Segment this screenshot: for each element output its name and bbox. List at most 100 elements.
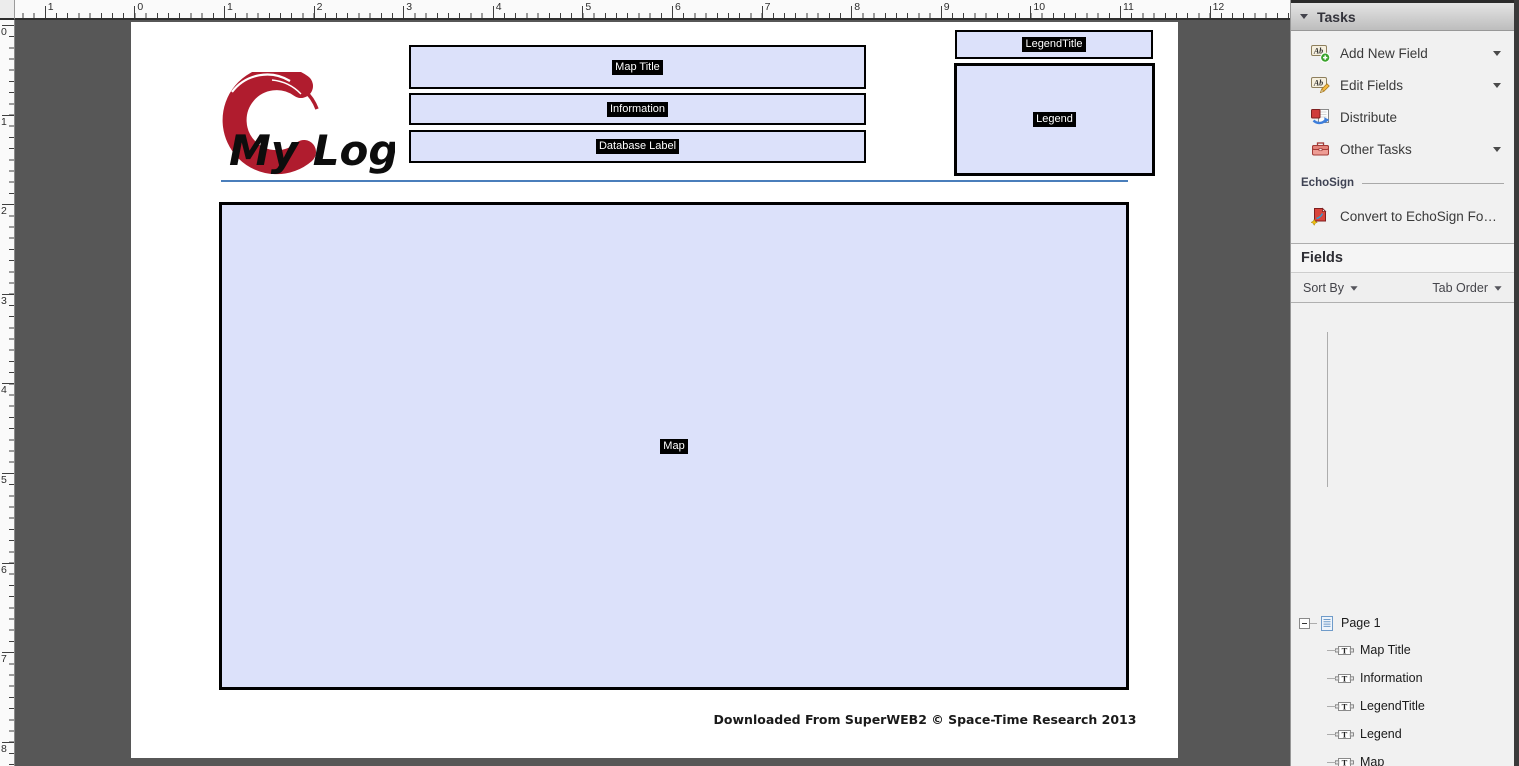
ruler-major-tick (851, 6, 853, 18)
tree-connector-stub (1310, 622, 1317, 624)
logo-brush-highlight (231, 73, 291, 93)
tree-item-map-title[interactable]: T Map Title (1291, 638, 1514, 662)
tasks-panel-header[interactable]: Tasks (1291, 0, 1514, 31)
other-tasks-icon (1311, 140, 1331, 158)
field-legend-label: Legend (1033, 112, 1076, 127)
field-database-label[interactable]: Database Label (409, 130, 866, 163)
ruler-major-tick (44, 6, 46, 18)
convert-echosign-icon (1311, 207, 1331, 226)
fields-panel-header: Fields (1291, 243, 1514, 273)
field-information-label: Information (606, 101, 669, 117)
ruler-major-tick (492, 6, 494, 18)
ruler-label: 6 (1, 563, 7, 576)
collapse-expander-icon[interactable] (1299, 617, 1310, 629)
ruler-major-tick (1120, 6, 1121, 18)
ruler-label: 5 (1, 473, 7, 486)
task-add-new-field[interactable]: Ab Add New Field (1291, 41, 1514, 65)
svg-text:T: T (1342, 757, 1348, 766)
ruler-major-tick (2, 293, 14, 295)
ruler-label: 8 (1, 742, 7, 755)
chevron-down-icon[interactable] (1493, 147, 1501, 152)
tree-item-label: Information (1360, 671, 1423, 685)
fields-panel-title: Fields (1301, 250, 1343, 266)
task-label: Distribute (1340, 109, 1398, 125)
svg-text:T: T (1342, 645, 1348, 655)
ruler-label: 0 (1, 25, 7, 38)
ruler-label: 5 (585, 1, 592, 13)
task-edit-fields[interactable]: Ab Edit Fields (1291, 73, 1514, 97)
svg-text:T: T (1342, 673, 1348, 683)
tree-connector-line (1327, 332, 1328, 487)
tree-item-legendtitle[interactable]: T LegendTitle (1291, 694, 1514, 718)
ruler-major-tick (2, 383, 14, 385)
field-legend[interactable]: Legend (954, 63, 1155, 176)
ruler-label: 3 (1, 294, 7, 307)
tree-item-information[interactable]: T Information (1291, 666, 1514, 690)
tree-item-label: Map (1360, 755, 1385, 766)
tree-item-page-1[interactable]: Page 1 (1291, 611, 1514, 635)
chevron-down-icon[interactable] (1493, 83, 1501, 88)
text-field-icon: T (1335, 728, 1354, 741)
ruler-major-tick (403, 6, 405, 18)
ruler-label: 9 (943, 1, 950, 13)
ruler-label: 7 (1, 653, 7, 666)
field-legend-title[interactable]: LegendTitle (955, 30, 1153, 59)
tree-item-legend[interactable]: T Legend (1291, 722, 1514, 746)
ruler-major-tick (2, 652, 14, 654)
logo-text: My Logo (229, 126, 395, 175)
header-divider-line (221, 180, 1128, 182)
task-other-tasks[interactable]: Other Tasks (1291, 137, 1514, 161)
text-field-icon: T (1335, 700, 1354, 713)
ruler-label: 12 (1212, 1, 1225, 13)
field-information[interactable]: Information (409, 93, 866, 125)
ruler-label: 8 (854, 1, 861, 13)
chevron-down-icon[interactable] (1493, 51, 1501, 56)
field-map-title[interactable]: Map Title (409, 45, 866, 89)
tree-item-label: Map Title (1360, 643, 1411, 657)
field-database-label-label: Database Label (595, 139, 680, 154)
ruler-label: 10 (1033, 1, 1046, 13)
ruler-major-tick (582, 6, 584, 18)
ruler-label: 4 (495, 1, 502, 13)
ruler-major-tick (2, 741, 14, 743)
right-panel: Tasks Ab Add New Field Ab (1290, 0, 1514, 766)
svg-text:T: T (1342, 701, 1348, 711)
fields-sort-bar: Sort By Tab Order (1291, 274, 1514, 303)
tab-order-label: Tab Order (1432, 281, 1488, 295)
ruler-major-tick (2, 24, 14, 26)
ruler-major-tick (761, 6, 763, 18)
text-field-icon: T (1335, 644, 1354, 657)
add-new-field-icon: Ab (1311, 44, 1331, 63)
document-page: My Logo Map Title Information Database L… (131, 22, 1178, 758)
ruler-label: 0 (137, 1, 144, 13)
collapse-arrow-icon (1300, 14, 1308, 19)
ruler-label: 1 (47, 1, 54, 13)
task-convert-echosign[interactable]: Convert to EchoSign Fo… (1291, 204, 1514, 228)
tab-order-dropdown[interactable]: Tab Order (1432, 281, 1502, 295)
ruler-major-tick (134, 6, 136, 18)
task-label: Add New Field (1340, 45, 1428, 61)
task-distribute[interactable]: Distribute (1291, 105, 1514, 129)
ruler-major-tick (672, 6, 673, 18)
ruler-major-tick (313, 6, 315, 18)
ruler-label: 1 (1, 115, 7, 128)
sort-by-dropdown[interactable]: Sort By (1303, 281, 1358, 295)
field-map[interactable]: Map (219, 202, 1129, 690)
ruler-label: 3 (406, 1, 413, 13)
ruler-major-tick (1030, 6, 1032, 18)
sort-by-label: Sort By (1303, 281, 1344, 295)
ruler-label: 1 (227, 1, 233, 13)
logo-brush-flick (302, 88, 319, 110)
text-field-icon: T (1335, 672, 1354, 685)
tree-item-map[interactable]: T Map (1291, 750, 1514, 766)
ruler-label: 11 (1123, 1, 1134, 13)
page-icon (1320, 615, 1335, 632)
window-right-edge (1514, 0, 1519, 766)
svg-text:Ab: Ab (1313, 78, 1323, 87)
task-label: Other Tasks (1340, 141, 1412, 157)
ruler-major-tick (2, 114, 14, 116)
echosign-section-header: EchoSign (1291, 176, 1514, 190)
